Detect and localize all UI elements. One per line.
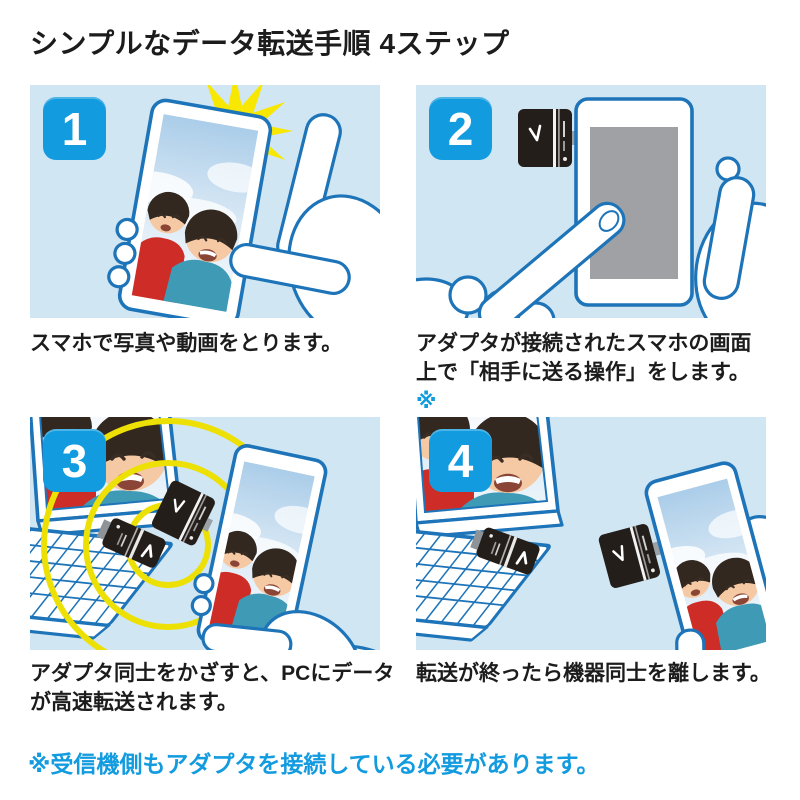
fingernail [598, 210, 620, 232]
step-2-caption: アダプタが接続されたスマホの画面上で「相手に送る操作」をします。 ※ [416, 330, 770, 417]
step-3-caption: アダプタ同士をかざすと、PCにデータが高速転送されます。 [30, 660, 398, 718]
step-3-panel: 3 [30, 417, 380, 650]
smartphone-with-adapter [148, 444, 380, 650]
step-number: 1 [61, 102, 88, 155]
step-number-badge: 4 [429, 429, 492, 492]
fingertips-behind-phone [107, 217, 139, 289]
usb-adapter [516, 107, 580, 169]
pointing-hand [416, 201, 626, 318]
step-1-caption-text: スマホで写真や動画をとります。 [30, 332, 343, 355]
step-1-panel: 1 [30, 85, 380, 318]
step-1-illustration [107, 85, 380, 318]
step-3-caption-text: アダプタ同士をかざすと、PCにデータが高速転送されます。 [30, 662, 395, 714]
step-2-illustration [416, 97, 766, 318]
step-4-caption: 転送が終ったら機器同士を離します。 [416, 660, 788, 689]
smartphone [574, 97, 694, 307]
step-3-illustration [30, 417, 380, 650]
step-1-caption: スマホで写真や動画をとります。 [30, 330, 390, 359]
hand-holding-phone [675, 628, 766, 650]
hand-holding-phone [229, 113, 380, 318]
step-4-panel: 4 [416, 417, 766, 650]
step-number-badge: 2 [429, 97, 492, 160]
step-4-caption-text: 転送が終ったら機器同士を離します。 [416, 662, 771, 685]
step-number: 3 [61, 434, 88, 487]
hand-holding-phone [694, 156, 766, 318]
footnote-marker: ※ [416, 389, 437, 413]
step-number-badge: 3 [43, 429, 106, 492]
smartphone-with-adapter [596, 461, 766, 650]
step-2-panel: 2 [416, 85, 766, 318]
smartphone [107, 98, 273, 318]
step-4-illustration [416, 417, 766, 650]
step-number-badge: 1 [43, 97, 106, 160]
page-title: シンプルなデータ転送手順 4ステップ [30, 28, 510, 59]
step-number: 4 [447, 434, 474, 487]
hand-holding-phone [190, 573, 380, 650]
footnote: ※受信機側もアダプタを接続している必要があります。 [28, 751, 600, 777]
step-2-caption-text: アダプタが接続されたスマホの画面上で「相手に送る操作」をします。 [416, 332, 752, 384]
step-number: 2 [447, 102, 474, 155]
